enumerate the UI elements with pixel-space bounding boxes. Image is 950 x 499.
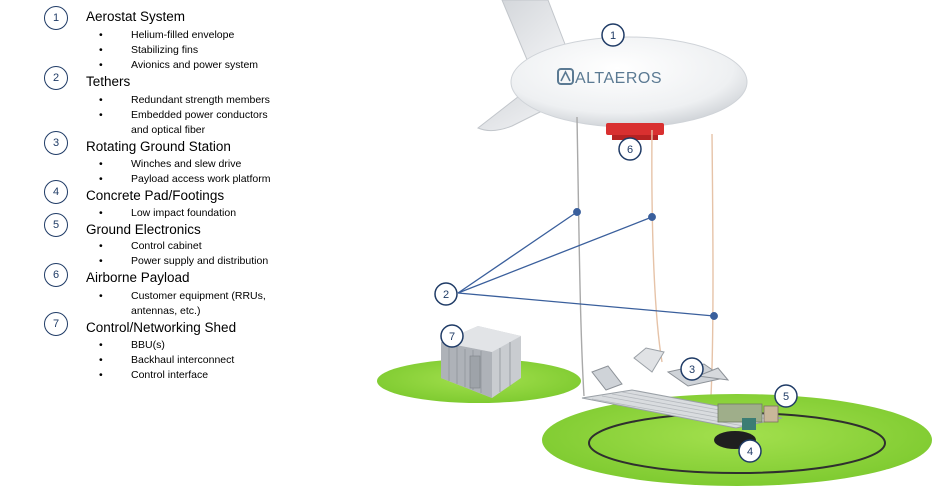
bullet-point: • (99, 290, 103, 302)
ground-electronics-cabinets (717, 403, 763, 423)
bullet-text-continued: antennas, etc.) (131, 305, 201, 317)
brand-name: ALTAEROS (575, 70, 662, 87)
airborne-payload (606, 123, 664, 135)
bullet-point: • (99, 339, 103, 351)
shed-door (469, 355, 481, 389)
number-badge-7: 7 (44, 312, 68, 336)
winch-arm (591, 365, 623, 391)
tether-line (651, 129, 663, 363)
svg-text:6: 6 (627, 144, 633, 156)
bullet-text: Redundant strength members (131, 94, 270, 106)
number-badge-6: 6 (44, 263, 68, 287)
section-title-tethers: Tethers (86, 74, 131, 89)
section-title-rotating-ground-station: Rotating Ground Station (86, 139, 231, 154)
bullet-text: Helium-filled envelope (131, 29, 235, 41)
callout-6: 6 (618, 137, 642, 161)
bullet-point: • (99, 207, 103, 219)
callout-2: 2 (434, 282, 458, 306)
number-badge-2: 2 (44, 66, 68, 90)
bullet-text: Avionics and power system (131, 59, 259, 71)
diagram-callouts: 1 6 2 7 3 5 4 (434, 23, 798, 463)
section-title-ground-electronics: Ground Electronics (86, 222, 201, 237)
bullet-point: • (99, 29, 103, 41)
aerostat: ALTAEROS (477, 0, 748, 140)
tether-line (576, 116, 585, 397)
number-badge-4: 4 (44, 180, 68, 204)
number-badge-5: 5 (44, 213, 68, 237)
callout-4: 4 (738, 439, 762, 463)
number-badge-3: 3 (44, 131, 68, 155)
bullet-text: Embedded power conductors (131, 109, 268, 121)
bullet-text: Power supply and distribution (131, 255, 269, 267)
svg-text:3: 3 (689, 364, 695, 376)
bullet-point: • (99, 255, 103, 267)
callout-3: 3 (680, 357, 704, 381)
section-title-airborne-payload: Airborne Payload (86, 270, 190, 285)
altaeros-logo: ALTAEROS (557, 68, 662, 87)
control-networking-shed (441, 326, 521, 398)
callout-5: 5 (774, 384, 798, 408)
section-title-control-networking-shed: Control/Networking Shed (86, 320, 237, 335)
legend: 1 Aerostat System • Helium-filled envelo… (0, 0, 320, 499)
svg-text:5: 5 (783, 391, 789, 403)
bullet-text: Low impact foundation (131, 207, 237, 219)
svg-text:1: 1 (610, 30, 616, 42)
bullet-point: • (99, 240, 103, 252)
svg-text:4: 4 (747, 446, 753, 458)
payload-panel (633, 347, 665, 373)
bullet-point: • (99, 59, 103, 71)
bullet-point: • (99, 173, 103, 185)
bullet-text: BBU(s) (131, 339, 165, 351)
bullet-point: • (99, 369, 103, 381)
bullet-point: • (99, 94, 103, 106)
tether-line (710, 133, 714, 397)
bullet-point: • (99, 158, 103, 170)
bullet-text-continued: and optical fiber (131, 124, 206, 136)
callout-7: 7 (440, 324, 464, 348)
bullet-point: • (99, 44, 103, 56)
bullet-text: Payload access work platform (131, 173, 271, 185)
bullet-text: Stabilizing fins (131, 44, 199, 56)
bullet-point: • (99, 109, 103, 121)
svg-text:7: 7 (449, 331, 455, 343)
section-title-concrete-pad: Concrete Pad/Footings (86, 188, 225, 203)
svg-text:2: 2 (443, 289, 449, 301)
bullet-point: • (99, 354, 103, 366)
bullet-text: Control cabinet (131, 240, 202, 252)
bullet-text: Control interface (131, 369, 209, 381)
bullet-text: Winches and slew drive (131, 158, 242, 170)
tether-callout-lines (457, 208, 718, 320)
section-title-aerostat-system: Aerostat System (86, 9, 186, 24)
bullet-text: Customer equipment (RRUs, (131, 290, 266, 302)
number-badge-1: 1 (44, 6, 68, 30)
callout-1: 1 (601, 23, 625, 47)
bullet-text: Backhaul interconnect (131, 354, 235, 366)
